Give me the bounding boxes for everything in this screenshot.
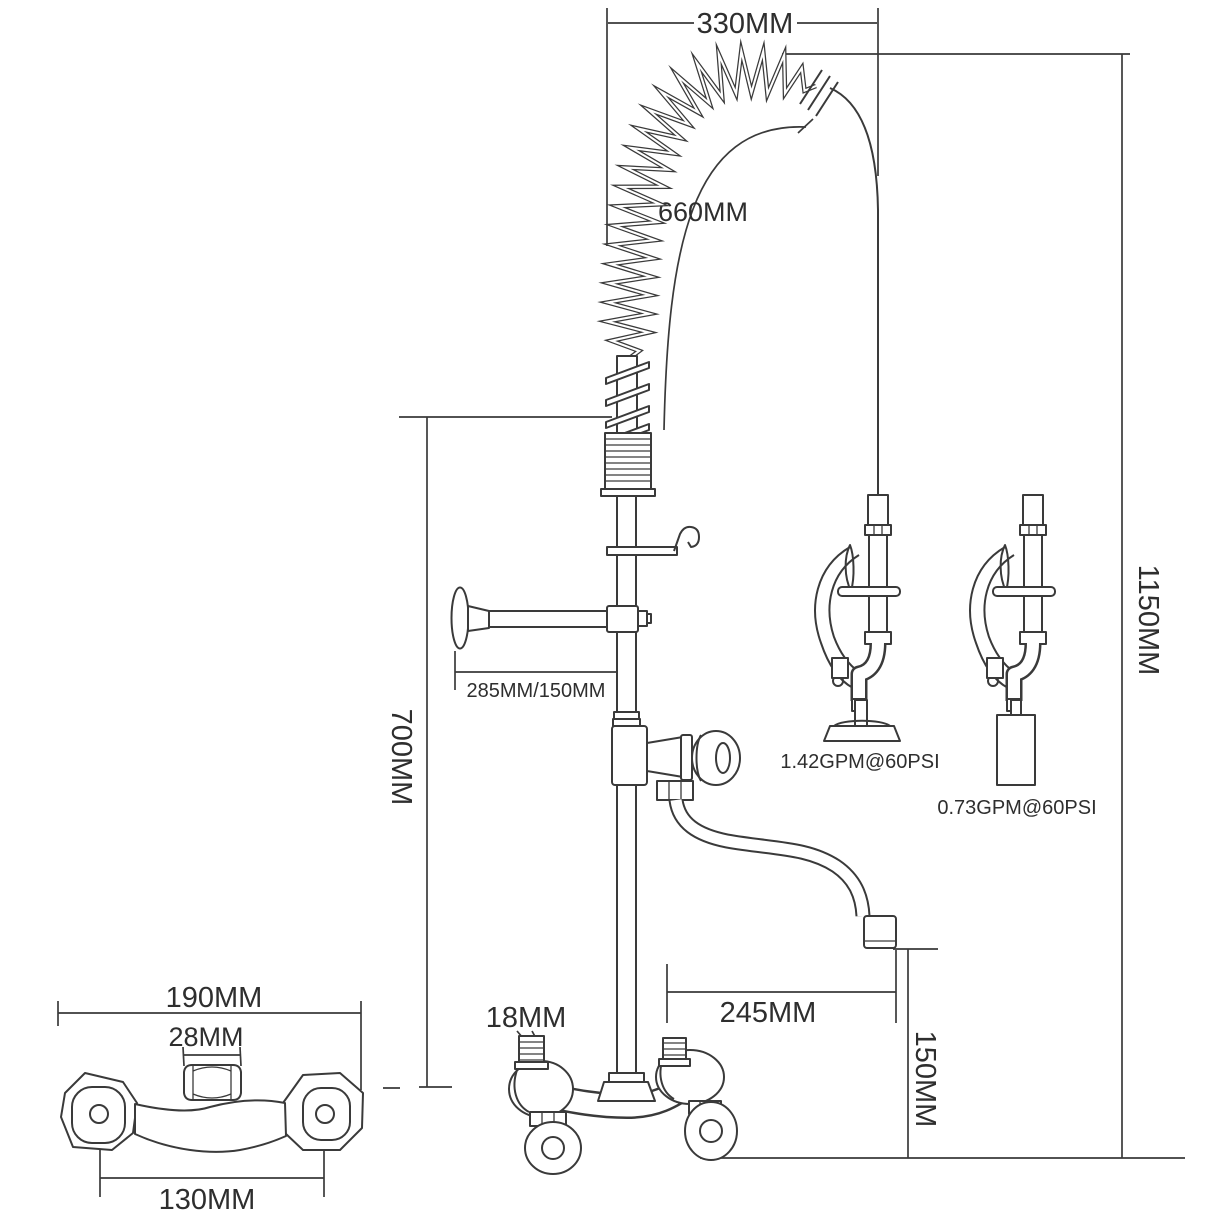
dim-18mm-label: 18MM (486, 1002, 567, 1034)
dim-330mm-label: 330MM (697, 8, 794, 40)
wall-bracket-arm (450, 586, 652, 650)
dim-190mm-label: 190MM (166, 982, 263, 1014)
left-inlet-stub (514, 1035, 549, 1070)
dim-245mm-label: 245MM (720, 997, 817, 1029)
dimension-130mm: 130MM (99, 1118, 325, 1214)
dimension-1150mm: 1150MM (782, 53, 1164, 1158)
dimension-150mm: 150MM (700, 948, 1185, 1159)
dimension-245mm: 245MM (666, 950, 897, 1029)
riser-column (450, 355, 897, 1076)
bracket-center-nut (183, 1064, 242, 1101)
add-on-spout (668, 798, 897, 949)
spring-coil-inner (602, 45, 817, 361)
dimension-700mm: 700MM (385, 416, 612, 1088)
wall-flange (450, 586, 470, 650)
wall-bracket-detail (60, 1064, 364, 1153)
riser-base-cone (597, 1081, 656, 1102)
dim-660mm-label: 660MM (658, 197, 748, 227)
right-handle-knob (684, 1101, 738, 1161)
dim-1150mm-label: 1150MM (1132, 565, 1164, 676)
spout-valve (611, 725, 741, 801)
dim-wall-arm-label: 285MM/150MM (467, 680, 606, 702)
riser-pipe-mid (616, 631, 637, 713)
dim-700mm-label: 700MM (385, 709, 417, 806)
dim-130mm-label: 130MM (159, 1184, 256, 1214)
faucet-body (508, 1035, 738, 1175)
spray-head-main: 1.42GPM@60PSI (780, 495, 940, 773)
hose-down-line (829, 87, 879, 495)
riser-pipe-lower (616, 784, 637, 1076)
dimension-190mm: 190MM (57, 982, 362, 1090)
flow-rating-alt-label: 0.73GPM@60PSI (937, 797, 1096, 819)
spray-head-alt: 0.73GPM@60PSI (937, 495, 1097, 819)
spring-hose-assembly: 660MM (596, 38, 879, 495)
dim-28mm-label: 28MM (168, 1022, 243, 1052)
right-inlet-stub (658, 1037, 691, 1067)
hose-grip (600, 432, 656, 497)
hose-leader-arc (663, 126, 807, 431)
dimension-330mm: 330MM (606, 8, 879, 246)
bracket-bar (134, 1099, 287, 1153)
left-handle-knob (524, 1121, 582, 1175)
dimension-28mm: 28MM (168, 1022, 244, 1067)
spout-outlet (863, 915, 897, 949)
dimension-wall-arm: 285MM/150MM (454, 651, 616, 702)
flow-rating-main-label: 1.42GPM@60PSI (780, 751, 939, 773)
wall-hook (606, 525, 700, 556)
alt-nozzle-cylinder (996, 714, 1036, 786)
dim-150mm-label: 150MM (909, 1031, 941, 1128)
